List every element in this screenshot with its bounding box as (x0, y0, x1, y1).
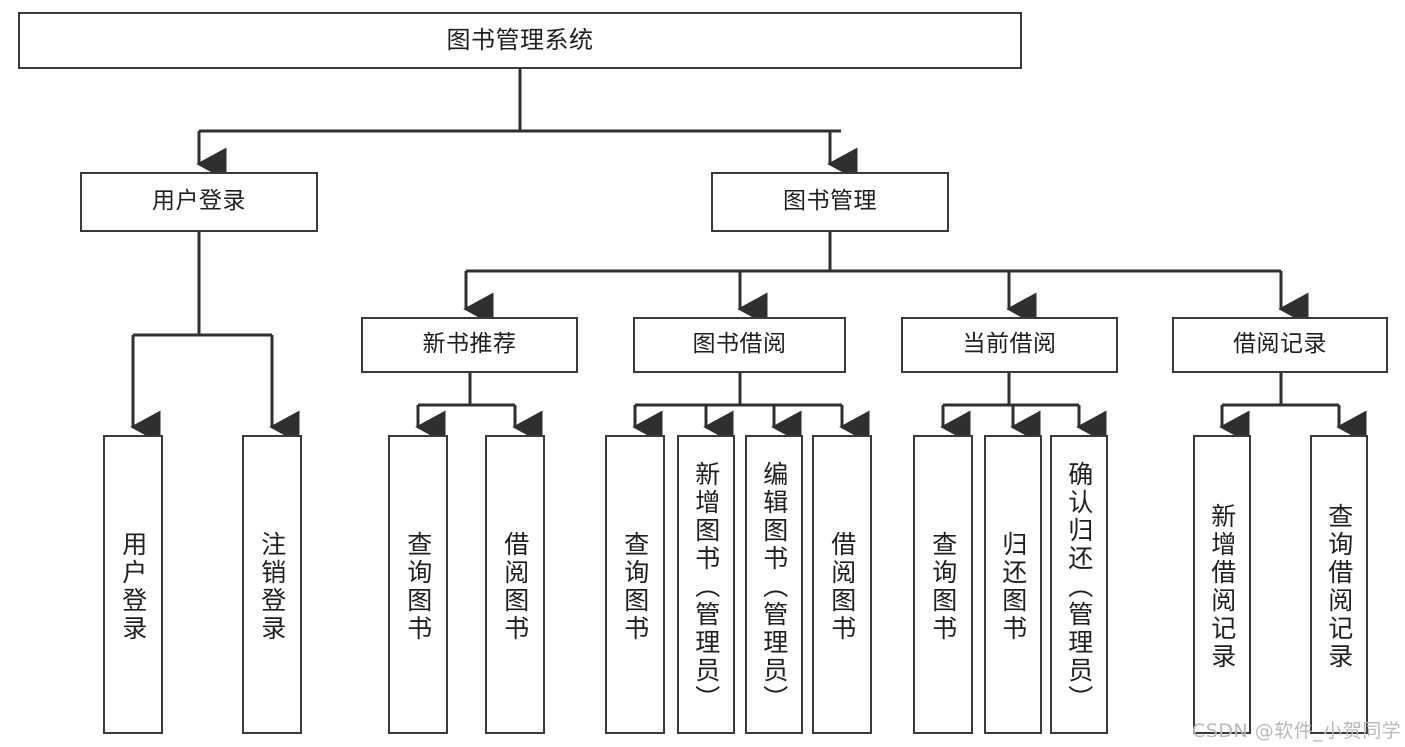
watermark-text: CSDN @软件_小贺同学 (1192, 720, 1402, 742)
node-user-login[interactable]: 用户登录 (80, 172, 318, 232)
node-book-management-label: 图书管理 (783, 188, 877, 215)
leaf-borrow-query-books[interactable]: 查询图书 (605, 435, 665, 734)
leaf-current-return-books-label: 归还图书 (998, 530, 1028, 643)
node-user-login-label: 用户登录 (152, 188, 246, 215)
node-root[interactable]: 图书管理系统 (18, 12, 1022, 69)
leaf-newbook-query-books-label: 查询图书 (403, 530, 433, 643)
leaf-newbook-query-books[interactable]: 查询图书 (388, 435, 448, 734)
leaf-record-add-record[interactable]: 新增借阅记录 (1193, 435, 1251, 734)
node-current-borrow[interactable]: 当前借阅 (901, 317, 1118, 373)
leaf-current-query-books[interactable]: 查询图书 (913, 435, 973, 734)
leaf-user-login[interactable]: 用户登录 (103, 435, 163, 734)
node-book-management[interactable]: 图书管理 (711, 172, 949, 232)
leaf-current-return-books[interactable]: 归还图书 (984, 435, 1042, 734)
node-borrow-record-label: 借阅记录 (1233, 331, 1327, 358)
leaf-current-confirm-return-admin-label: 确认归还（管理员） (1064, 460, 1094, 713)
node-book-borrow[interactable]: 图书借阅 (633, 317, 846, 373)
leaf-logout[interactable]: 注销登录 (242, 435, 302, 734)
node-book-borrow-label: 图书借阅 (692, 331, 787, 358)
leaf-borrow-edit-book-admin[interactable]: 编辑图书（管理员） (745, 435, 803, 734)
leaf-record-add-record-label: 新增借阅记录 (1207, 502, 1237, 671)
leaf-logout-label: 注销登录 (257, 530, 287, 643)
leaf-newbook-borrow-books[interactable]: 借阅图书 (485, 435, 545, 734)
leaf-current-confirm-return-admin[interactable]: 确认归还（管理员） (1050, 435, 1108, 734)
leaf-borrow-query-books-label: 查询图书 (620, 530, 650, 643)
node-new-book-recommend-label: 新书推荐 (422, 331, 517, 358)
node-root-label: 图书管理系统 (446, 26, 594, 55)
leaf-borrow-edit-book-admin-label: 编辑图书（管理员） (759, 460, 789, 713)
leaf-newbook-borrow-books-label: 借阅图书 (500, 530, 530, 643)
leaf-borrow-borrow-books-label: 借阅图书 (827, 530, 857, 643)
node-current-borrow-label: 当前借阅 (962, 331, 1057, 358)
leaf-borrow-add-book-admin-label: 新增图书（管理员） (691, 460, 721, 713)
leaf-borrow-add-book-admin[interactable]: 新增图书（管理员） (677, 435, 735, 734)
node-new-book-recommend[interactable]: 新书推荐 (361, 317, 578, 373)
leaf-record-query-record-label: 查询借阅记录 (1324, 502, 1354, 671)
leaf-current-query-books-label: 查询图书 (928, 530, 958, 643)
leaf-user-login-label: 用户登录 (118, 530, 148, 643)
leaf-record-query-record[interactable]: 查询借阅记录 (1310, 435, 1368, 734)
leaf-borrow-borrow-books[interactable]: 借阅图书 (812, 435, 872, 734)
node-borrow-record[interactable]: 借阅记录 (1172, 317, 1388, 373)
